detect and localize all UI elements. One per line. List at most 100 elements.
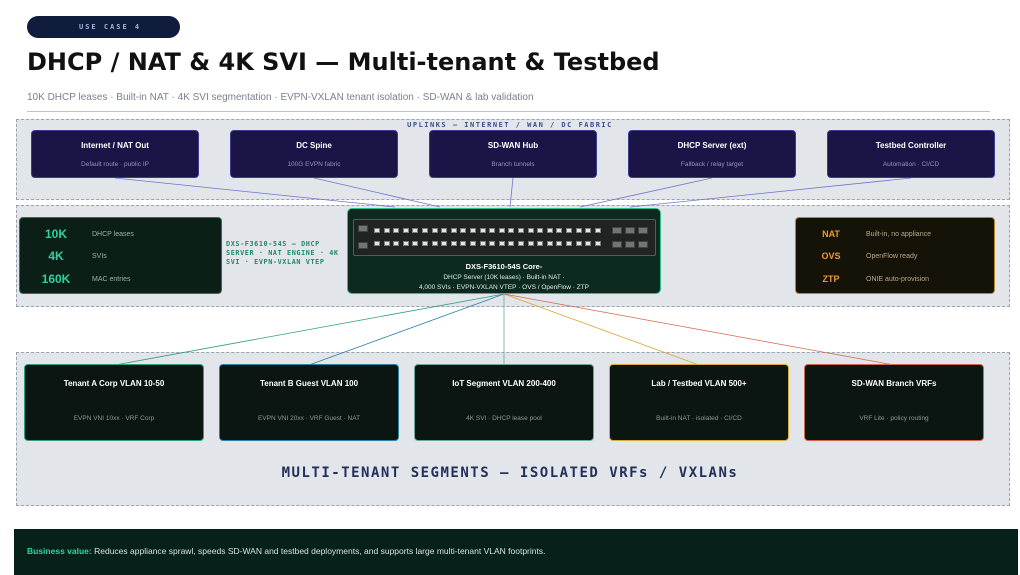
stat-label: DHCP leases [92,230,134,238]
access-port [575,228,582,233]
uplink-sdwan-hub[interactable]: SD-WAN Hub Branch tunnels [429,130,597,178]
uplink-port [612,241,622,248]
access-port [594,228,601,233]
uplinks-label: UPLINKS — INTERNET / WAN / DC FABRIC [407,121,613,129]
tenant-iot-segment[interactable]: IoT Segment VLAN 200-400 4K SVI · DHCP l… [414,364,594,441]
access-port [422,228,428,233]
access-port [585,241,592,246]
access-port [575,241,582,246]
uplink-internet-nat[interactable]: Internet / NAT Out Default route · publi… [31,130,199,178]
stat-label: MAC entries [92,275,131,283]
uplink-port [625,241,635,248]
uplink-testbed-controller[interactable]: Testbed Controller Automation · CI/CD [827,130,995,178]
tenant-title: IoT Segment VLAN 200-400 [452,379,556,388]
use-case-badge: USE CASE 4 [27,16,180,38]
access-port [546,228,553,233]
access-port [393,241,400,246]
access-port [546,241,553,246]
switch-chassis [353,219,656,256]
switch-name: DXS-F3610-54S Core- [465,262,543,271]
uplink-port [625,227,635,234]
access-port [537,241,544,246]
access-port [527,241,534,246]
stat-row: 10K DHCP leases [20,224,221,244]
mgmt-port [358,225,368,232]
access-port [518,228,524,233]
uplink-dhcp-server[interactable]: DHCP Server (ext) Fallback / relay targe… [628,130,796,178]
access-port [498,228,505,233]
access-port [479,228,486,233]
uplink-subtitle: Branch tunnels [491,161,535,168]
access-port [566,228,572,233]
tenant-a-corp[interactable]: Tenant A Corp VLAN 10-50 EVPN VNI 10xx ·… [24,364,204,441]
tenant-title: SD-WAN Branch VRFs [851,379,937,388]
uplink-title: Testbed Controller [875,141,947,150]
page-subtitle: 10K DHCP leases · Built-in NAT · 4K SVI … [27,92,534,103]
access-port [470,228,476,233]
access-port [508,241,515,246]
stat-value: OVS [821,251,841,261]
access-port [441,228,448,233]
access-port [383,228,390,233]
access-port [556,241,563,246]
core-role-caption: DXS-F3610-54S — DHCP SERVER · NAT ENGINE… [226,240,339,266]
uplink-title: DC Spine [296,141,332,150]
access-port [422,241,428,246]
uplink-subtitle: Fallback / relay target [680,161,744,168]
stat-value: 10K [44,227,67,241]
uplink-subtitle: 100G EVPN fabric [287,161,341,168]
features-stats-panel: NAT Built-in, no appliance OVS OpenFlow … [795,217,995,294]
stat-label: OpenFlow ready [866,252,918,260]
uplink-port [638,241,648,248]
tenants-label: MULTI-TENANT SEGMENTS — ISOLATED VRFs / … [281,465,739,481]
access-port [383,241,390,246]
access-port [479,241,486,246]
access-port [431,241,438,246]
tenant-lab-testbed[interactable]: Lab / Testbed VLAN 500+ Built-in NAT · i… [609,364,789,441]
access-port [460,241,467,246]
access-port [393,228,400,233]
access-port [450,241,457,246]
tenant-subtitle: EVPN VNI 20xx · VRF Guest · NAT [257,415,361,422]
stat-row: ZTP ONIE auto-provision [796,269,994,289]
access-port [498,241,505,246]
access-port [374,241,380,246]
business-value-bar: Business value: Reduces appliance sprawl… [14,529,1018,575]
access-port [594,241,601,246]
access-port [470,241,476,246]
uplink-title: DHCP Server (ext) [677,141,747,150]
access-port [585,228,592,233]
core-switch[interactable]: DXS-F3610-54S Core- DHCP Server (10K lea… [347,208,661,294]
stat-row: OVS OpenFlow ready [796,246,994,266]
access-port [441,241,448,246]
uplink-dc-spine[interactable]: DC Spine 100G EVPN fabric [230,130,398,178]
access-port [518,241,524,246]
tenant-title: Tenant B Guest VLAN 100 [259,379,359,388]
tenant-title: Tenant A Corp VLAN 10-50 [63,379,165,388]
uplink-port [638,227,648,234]
uplink-title: SD-WAN Hub [487,141,539,150]
access-port [537,228,544,233]
switch-detail: DHCP Server (10K leases) · Built-in NAT … [443,274,565,281]
access-port [412,228,419,233]
stat-label: ONIE auto-provision [866,275,930,283]
stat-row: 160K MAC entries [20,269,221,289]
tenant-sdwan-branch[interactable]: SD-WAN Branch VRFs VRF Lite · policy rou… [804,364,984,441]
uplink-port [612,227,622,234]
capacity-stats-panel: 10K DHCP leases 4K SVIs 160K MAC entries [19,217,222,294]
tenant-b-guest[interactable]: Tenant B Guest VLAN 100 EVPN VNI 20xx · … [219,364,399,441]
switch-detail: 4,000 SVIs · EVPN-VXLAN VTEP · OVS / Ope… [418,284,590,291]
uplink-subtitle: Default route · public IP [81,161,149,168]
stat-row: 4K SVIs [20,246,221,266]
stat-value: NAT [822,229,840,239]
business-value-body: Reduces appliance sprawl, speeds SD-WAN … [94,546,546,556]
tenant-subtitle: VRF Lite · policy routing [859,415,929,422]
uplink-subtitle: Automation · CI/CD [882,161,940,168]
access-port [431,228,438,233]
console-port [358,242,368,249]
access-port [402,228,409,233]
page-title: DHCP / NAT & 4K SVI — Multi-tenant & Tes… [27,48,660,76]
access-port [489,228,496,233]
access-port [402,241,409,246]
access-port [527,228,534,233]
